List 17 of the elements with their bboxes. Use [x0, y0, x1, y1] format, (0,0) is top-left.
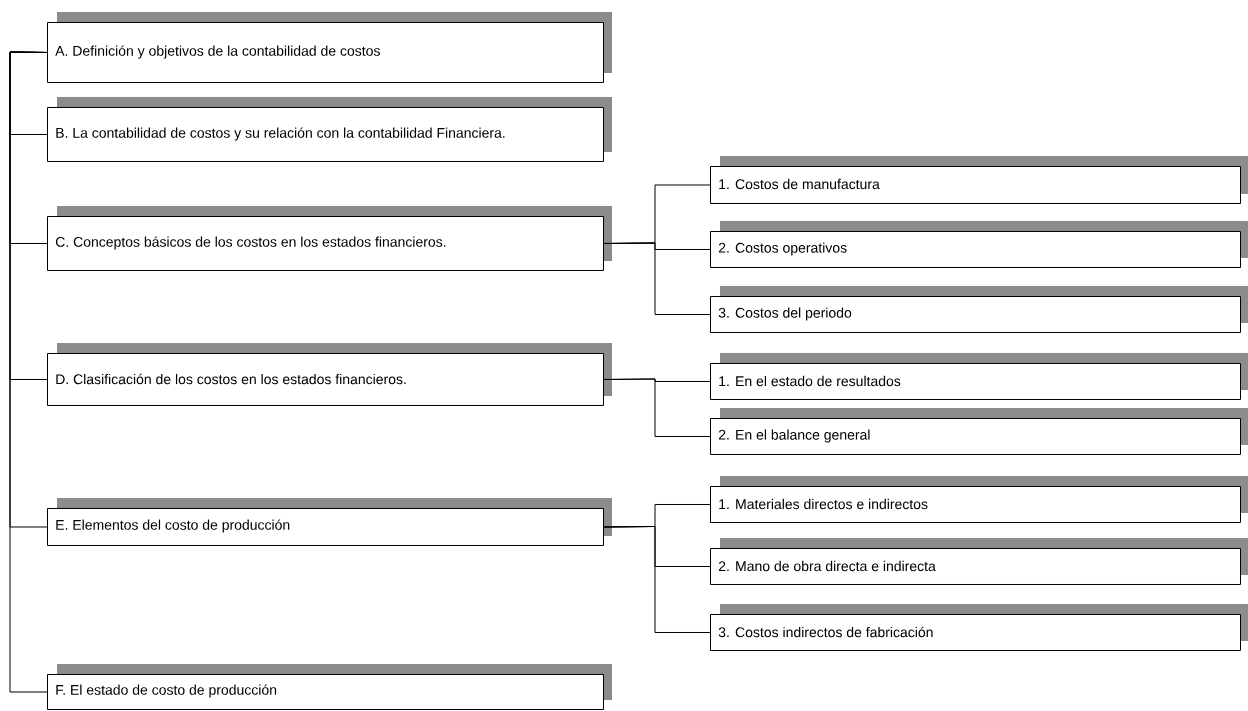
- topic-box: F. El estado de costo de producción: [47, 664, 612, 710]
- topic-box: 2. Mano de obra directa e indirecta: [710, 538, 1248, 585]
- topic-box: 3. Costos del periodo: [710, 286, 1248, 333]
- connector-line: [9, 51, 48, 693]
- topic-box: 2. Costos operativos: [710, 221, 1248, 268]
- connector-line: [603, 378, 711, 437]
- topic-box: 1. Costos de manufactura: [710, 156, 1248, 204]
- topic-box: C. Conceptos básicos de los costos en los estados financieros.: [47, 206, 612, 271]
- topic-box: 2. En el balance general: [710, 408, 1248, 455]
- topic-box: E. Elementos del costo de producción: [47, 498, 612, 546]
- connector-line: [603, 526, 711, 633]
- topic-box: B. La contabilidad de costos y su relación con la contabilidad Financiera.: [47, 97, 612, 162]
- topic-box: D. Clasificación de los costos en los estados financieros.: [47, 343, 612, 406]
- topic-box: 1. Materiales directos e indirectos: [710, 476, 1248, 523]
- topic-box: 1. En el estado de resultados: [710, 353, 1248, 400]
- topic-box: 3. Costos indirectos de fabricación: [710, 604, 1248, 651]
- topic-box: A. Definición y objetivos de la contabilidad de costos: [47, 12, 612, 83]
